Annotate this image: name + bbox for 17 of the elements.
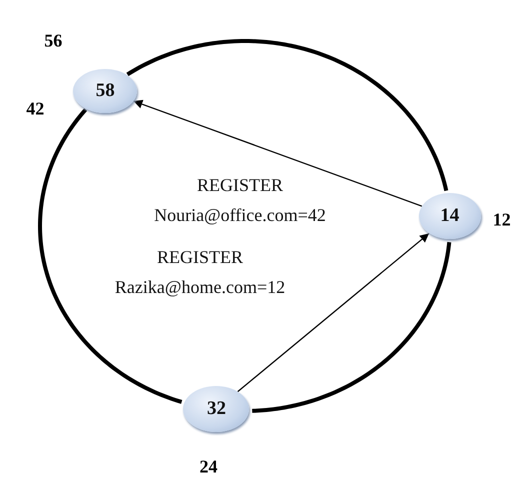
node-ellipse bbox=[183, 386, 250, 432]
arrow bbox=[237, 232, 430, 392]
key-number: 12 bbox=[492, 210, 511, 231]
key-number: 24 bbox=[199, 456, 218, 478]
node-id: 14 bbox=[440, 205, 460, 228]
ring-arc bbox=[252, 242, 452, 413]
edge-label: REGISTER Nouria@office.com=42 bbox=[154, 174, 326, 227]
node-id: 58 bbox=[96, 80, 115, 102]
node-ellipse bbox=[73, 68, 138, 113]
node-id: 32 bbox=[206, 398, 226, 420]
key-number: 42 bbox=[26, 98, 44, 120]
key-number: 56 bbox=[44, 30, 62, 52]
arrow bbox=[133, 100, 422, 207]
edge-label: REGISTER Razika@home.com=12 bbox=[114, 246, 286, 299]
ring-arc bbox=[38, 108, 182, 404]
node-ellipse bbox=[418, 193, 481, 240]
ring-arc bbox=[126, 39, 448, 192]
